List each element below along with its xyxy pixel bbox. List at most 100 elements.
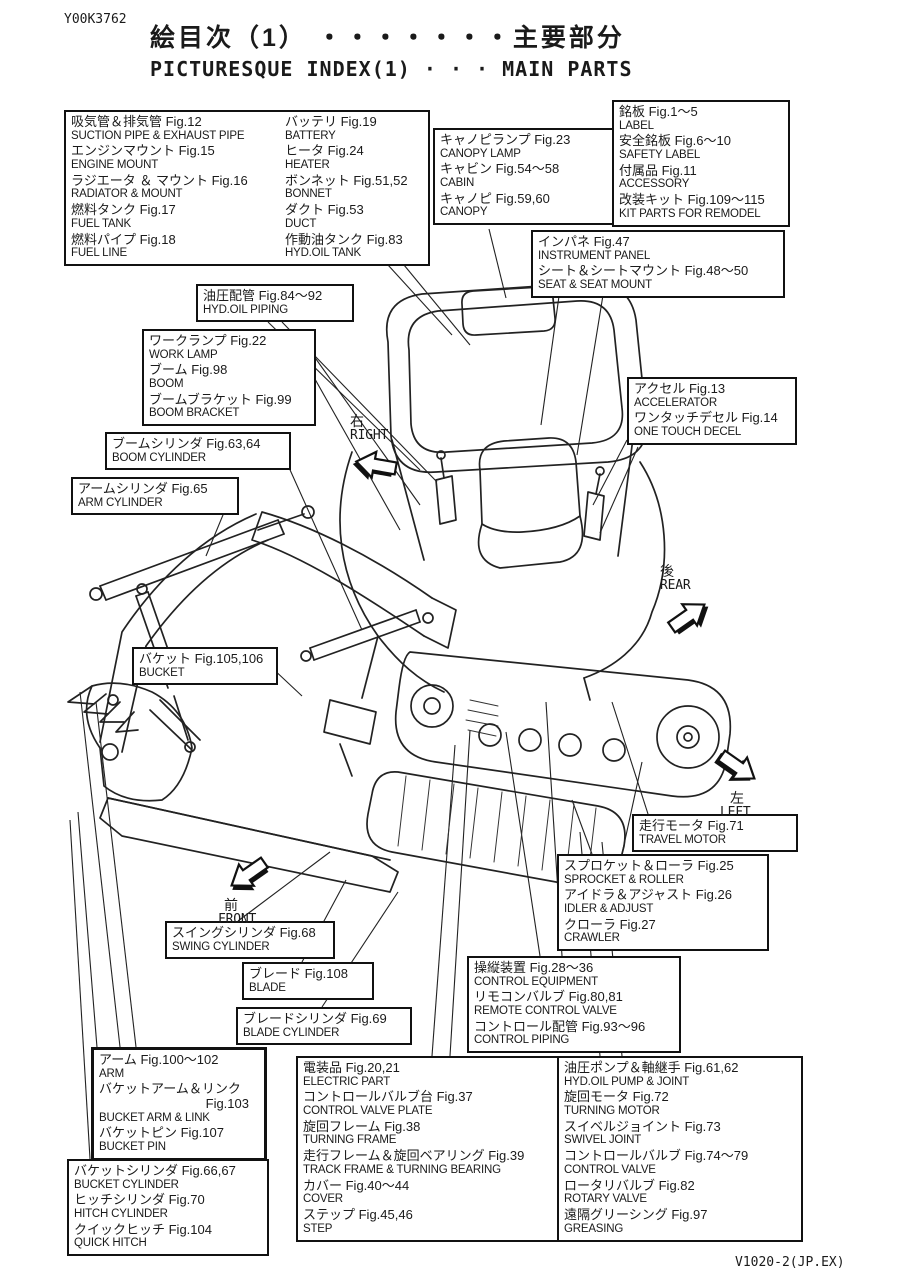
part-name-en: CONTROL VALVE PLATE [303,1104,433,1117]
part-name-en: BLADE [249,981,286,994]
part-name-en: SWING CYLINDER [172,940,270,953]
part-name-jp: 走行フレーム＆旋回ベアリング Fig.39 [303,1148,525,1164]
part-name-en: SPROCKET & ROLLER [564,873,684,886]
page-title-en: PICTURESQUE INDEX(1) · · · MAIN PARTS [150,57,633,81]
part-name-jp: 油圧配管 Fig.84～92 [203,288,323,303]
part-name-en: BOOM BRACKET [149,407,240,420]
part-name-en: STEP [303,1222,333,1235]
part-name-en: HEATER [285,158,330,171]
part-name-en: COVER [303,1193,343,1206]
part-name-en: KIT PARTS FOR REMODEL [619,207,761,220]
part-name-en: SEAT & SEAT MOUNT [538,278,652,291]
direction-front-jp: 前 [224,897,238,913]
part-name-jp: ワンタッチデセル Fig.14 [634,410,778,426]
part-name-en: BLADE CYLINDER [243,1026,340,1039]
part-name-jp: ブームシリンダ Fig.63,64 [112,436,261,451]
part-name-jp: 銘板 Fig.1～5 [619,104,698,119]
part-name-en: BUCKET CYLINDER [74,1178,179,1191]
part-name-jp: ヒッチシリンダ Fig.70 [74,1192,205,1208]
direction-front-en: FRONT [218,912,257,928]
part-name-jp: 旋回フレーム Fig.38 [303,1118,421,1134]
part-name-en: CONTROL PIPING [474,1034,570,1047]
part-name-jp: 安全銘板 Fig.6～10 [619,133,731,149]
part-name-jp: カバー Fig.40～44 [303,1177,410,1193]
part-name-jp: ラジエータ ＆ マウント Fig.16 [71,172,248,188]
part-name-jp: ロータリバルブ Fig.82 [564,1177,695,1193]
part-name-en: QUICK HITCH [74,1237,147,1250]
part-name-jp: ブーム Fig.98 [149,362,228,378]
direction-right: 右 RIGHT [350,413,402,486]
part-name-en: CANOPY LAMP [440,147,521,160]
direction-right-jp: 右 [350,413,364,429]
part-name-en: BONNET [285,188,332,201]
part-name-en: BUCKET ARM & LINK [99,1111,210,1124]
crawler-track [394,651,732,798]
part-name-jp: ブームブラケット Fig.99 [149,391,292,407]
part-name-jp: 作動油タンク Fig.83 [285,231,403,247]
part-name-jp: スイングシリンダ Fig.68 [172,925,316,940]
part-name-jp: 遠隔グリーシング Fig.97 [564,1207,708,1223]
part-name-jp: アームシリンダ Fig.65 [78,481,208,496]
part-name-en: SAFETY LABEL [619,148,701,161]
part-name-en: BUCKET [139,666,185,679]
boom [251,511,433,637]
part-name-jp: アクセル Fig.13 [634,381,726,396]
part-name-en: REMOTE CONTROL VALVE [474,1004,617,1017]
part-name-en: ACCESSORY [619,178,690,191]
part-name-jp: エンジンマウント Fig.15 [71,143,215,159]
part-name-jp: クローラ Fig.27 [564,916,656,932]
part-name-jp: 旋回モータ Fig.72 [564,1089,669,1105]
part-name-jp: スプロケット＆ローラ Fig.25 [564,858,734,873]
direction-left: 左 LEFT [708,744,768,821]
part-name-jp: ボンネット Fig.51,52 [285,172,408,188]
part-name-en: CABIN [440,176,475,189]
arm-cylinder-part [99,519,279,587]
part-name-en: BATTERY [285,129,336,142]
part-name-en: FUEL TANK [71,217,131,230]
part-name-en: TURNING MOTOR [564,1104,660,1117]
direction-left-jp: 左 [730,790,744,806]
part-name-jp: 走行モータ Fig.71 [639,818,744,833]
part-name-jp: 油圧ポンプ＆軸継手 Fig.61,62 [564,1060,739,1075]
part-name-jp: 燃料タンク Fig.17 [71,202,176,218]
part-name-en: DUCT [285,217,317,230]
part-name-jp: アイドラ＆アジャスト Fig.26 [564,887,732,903]
part-name-jp: バッテリ Fig.19 [285,114,377,129]
part-name-jp: キャノピランプ Fig.23 [440,132,571,147]
part-name-jp: 電装品 Fig.20,21 [303,1060,400,1075]
part-name-en: FUEL LINE [71,247,127,260]
part-name-jp: コントロールバルブ台 Fig.37 [303,1089,473,1105]
part-name-jp: ワークランプ Fig.22 [149,333,267,348]
part-name-en: CONTROL VALVE [564,1163,656,1176]
part-name-en: ROTARY VALVE [564,1193,647,1206]
boom-cylinder [309,609,417,649]
part-name-en: HYD.OIL TANK [285,247,361,260]
page-title: 絵目次（1） ・・・・・・・主要部分 PICTURESQUE INDEX(1) … [150,18,710,81]
part-name-en: ACCELERATOR [634,396,718,409]
part-name-jp: コントロールバルブ Fig.74～79 [564,1148,749,1164]
direction-left-en: LEFT [720,805,751,821]
part-name-jp: 操縦装置 Fig.28～36 [474,960,594,975]
right-direction-arrow-icon [352,449,399,480]
part-name-en: ENGINE MOUNT [71,158,159,171]
part-name-jp: リモコンバルブ Fig.80,81 [474,989,623,1005]
direction-rear: 後 REAR [660,563,716,638]
part-name-jp: ダクト Fig.53 [285,202,364,218]
part-name-en: TRAVEL MOTOR [639,833,726,846]
part-name-en: ONE TOUCH DECEL [634,425,742,438]
